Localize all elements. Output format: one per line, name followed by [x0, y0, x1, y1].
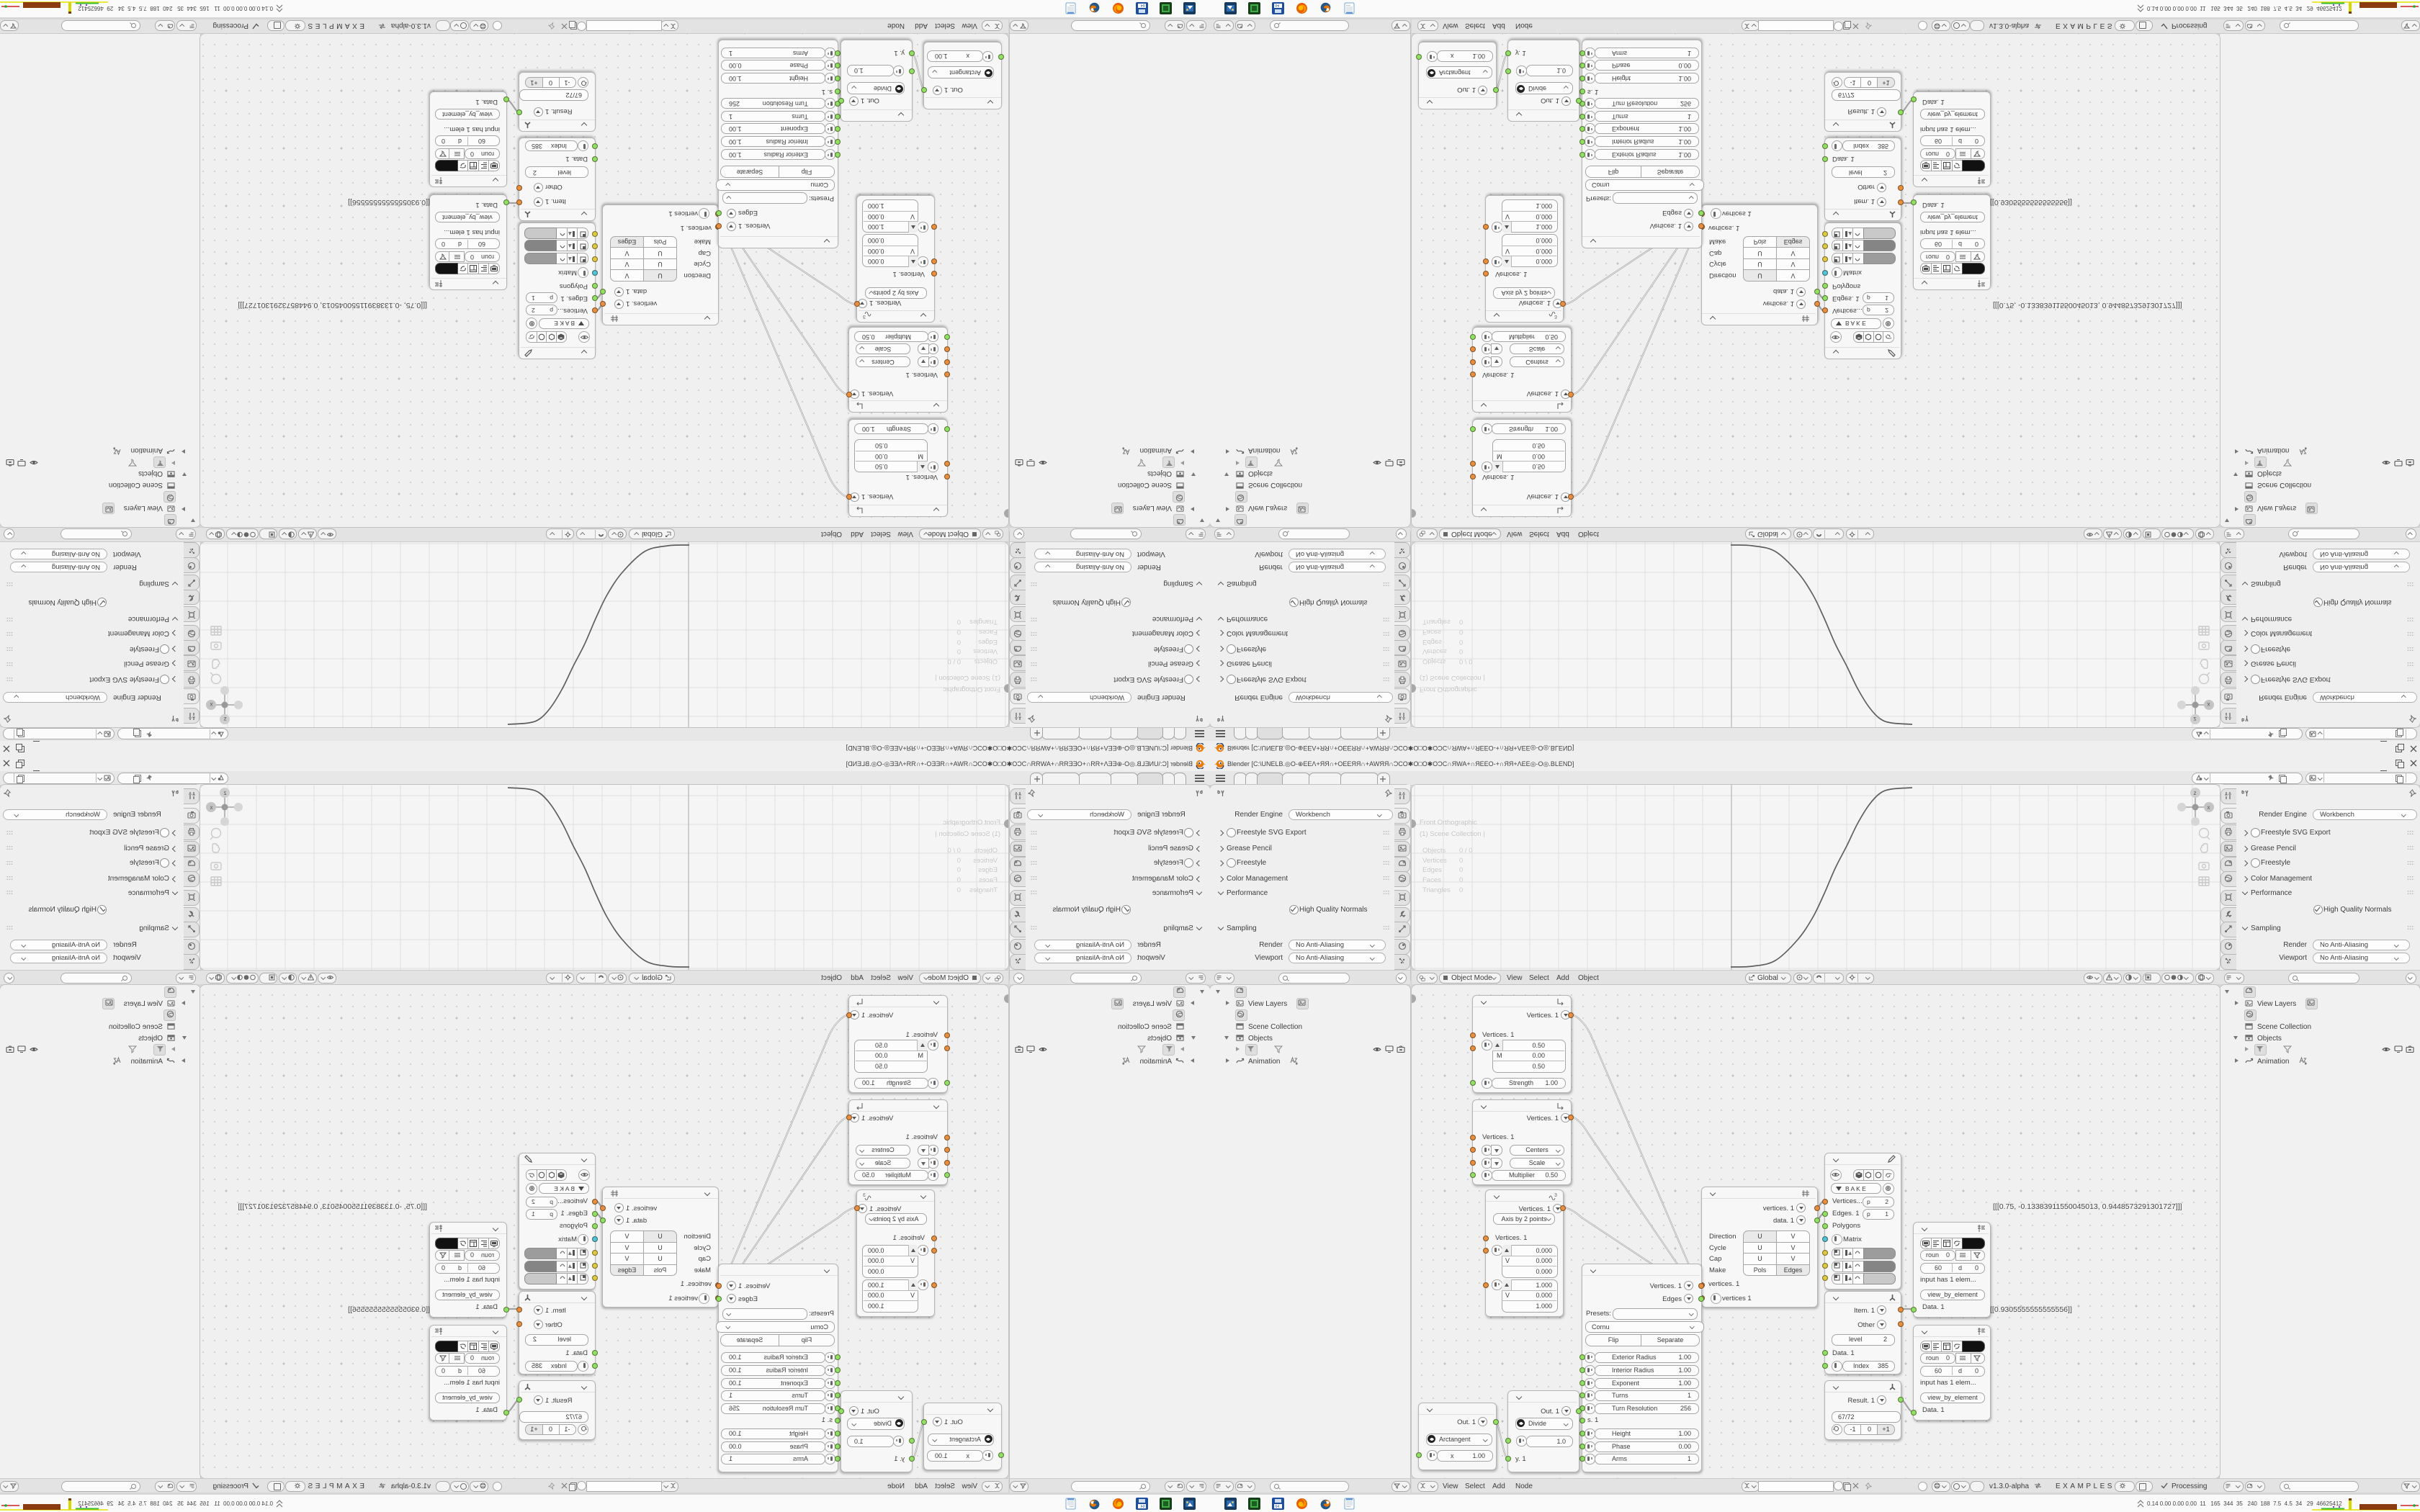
svg-text:z: z — [224, 716, 227, 722]
svg-text:3: 3 — [863, 1193, 866, 1198]
svg-text:64: 64 — [1141, 1505, 1145, 1509]
svg-text:64: 64 — [1276, 1505, 1280, 1509]
svg-text:z: z — [2194, 716, 2197, 722]
svg-text:64: 64 — [1141, 3, 1145, 7]
svg-text:z: z — [2194, 790, 2197, 796]
svg-text:3: 3 — [863, 314, 866, 319]
svg-text:3: 3 — [1554, 1193, 1557, 1198]
svg-text:3: 3 — [1554, 314, 1557, 319]
svg-text:x: x — [210, 804, 213, 811]
svg-text:x: x — [2208, 804, 2210, 811]
svg-text:z: z — [224, 790, 227, 796]
svg-text:x: x — [210, 701, 213, 708]
svg-text:64: 64 — [1276, 3, 1280, 7]
svg-text:x: x — [2208, 701, 2210, 708]
